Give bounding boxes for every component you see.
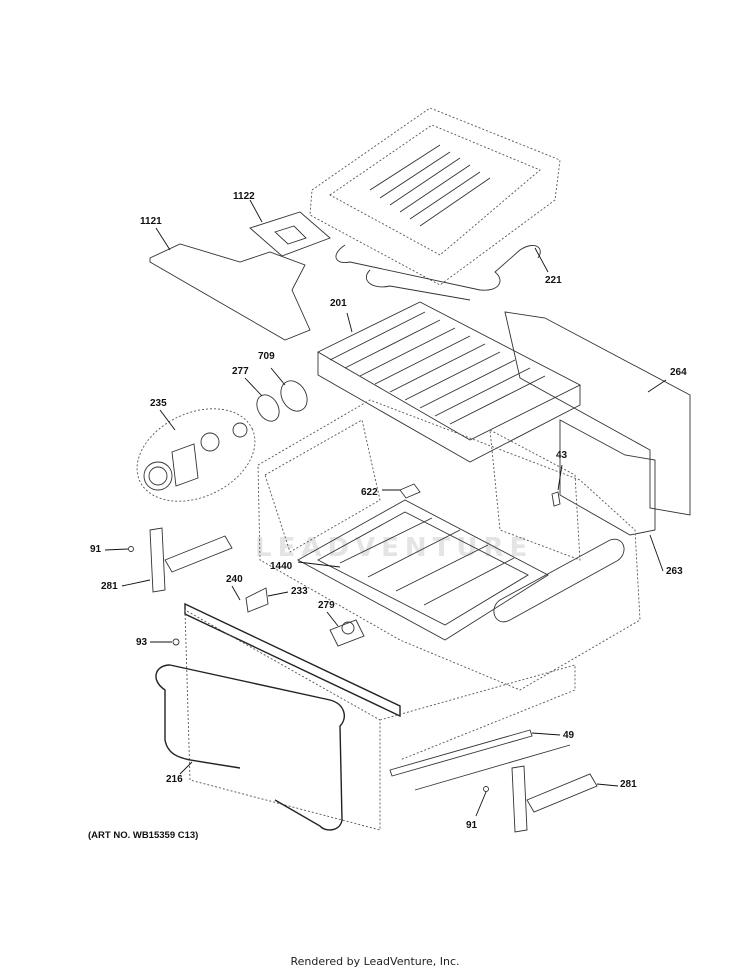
leader-lines xyxy=(104,199,667,817)
callout-1440[interactable]: 1440 xyxy=(270,561,293,572)
hinge-left-part[interactable] xyxy=(149,527,233,593)
trim-strip-part[interactable] xyxy=(184,602,401,718)
clip-part[interactable] xyxy=(551,491,561,507)
callout-277[interactable]: 277 xyxy=(232,366,249,377)
light-assembly-part[interactable] xyxy=(122,391,270,520)
callout-709[interactable]: 709 xyxy=(258,351,275,362)
valve-part[interactable] xyxy=(329,619,365,647)
small-bracket-part[interactable] xyxy=(399,483,421,499)
callout-91-left[interactable]: 91 xyxy=(90,544,102,555)
bake-element-part[interactable] xyxy=(335,244,541,301)
top-panel-part[interactable] xyxy=(309,107,561,286)
lower-frame-part[interactable] xyxy=(184,609,576,831)
callout-240[interactable]: 240 xyxy=(226,574,243,585)
rack-part[interactable] xyxy=(317,301,581,463)
callout-221[interactable]: 221 xyxy=(545,275,562,286)
callout-281-right[interactable]: 281 xyxy=(620,779,637,790)
insulation-sheet-part[interactable] xyxy=(149,243,311,341)
insulation-pad-part[interactable] xyxy=(249,211,331,257)
art-number: (ART NO. WB15359 C13) xyxy=(88,830,199,841)
drawer-handle-part[interactable] xyxy=(155,664,346,831)
callout-281-left[interactable]: 281 xyxy=(101,581,118,592)
callout-235[interactable]: 235 xyxy=(150,398,167,409)
callout-49[interactable]: 49 xyxy=(563,730,575,741)
hinge-right-part[interactable] xyxy=(511,765,598,833)
slide-rail-part[interactable] xyxy=(389,729,571,791)
callout-91-right[interactable]: 91 xyxy=(466,820,478,831)
bottom-panel-part[interactable] xyxy=(297,499,549,641)
callout-264[interactable]: 264 xyxy=(670,367,687,378)
screw-part[interactable] xyxy=(128,546,489,792)
callout-43[interactable]: 43 xyxy=(556,450,568,461)
callout-263[interactable]: 263 xyxy=(666,566,683,577)
callout-1122[interactable]: 1122 xyxy=(233,191,255,202)
callout-279[interactable]: 279 xyxy=(318,600,335,611)
light-gasket-part[interactable] xyxy=(252,391,283,425)
callout-93[interactable]: 93 xyxy=(136,637,148,648)
bracket-part[interactable] xyxy=(245,587,269,613)
oven-cavity-part[interactable] xyxy=(257,399,641,691)
light-cover-part[interactable] xyxy=(276,376,313,416)
footer-credit: Rendered by LeadVenture, Inc. xyxy=(290,955,460,968)
callout-622[interactable]: 622 xyxy=(361,487,378,498)
callout-1121[interactable]: 1121 xyxy=(140,216,162,227)
callout-201[interactable]: 201 xyxy=(330,298,347,309)
burner-part[interactable] xyxy=(493,538,625,623)
callout-216[interactable]: 216 xyxy=(166,774,183,785)
callout-233[interactable]: 233 xyxy=(291,586,308,597)
side-insulation-part[interactable] xyxy=(504,311,691,536)
